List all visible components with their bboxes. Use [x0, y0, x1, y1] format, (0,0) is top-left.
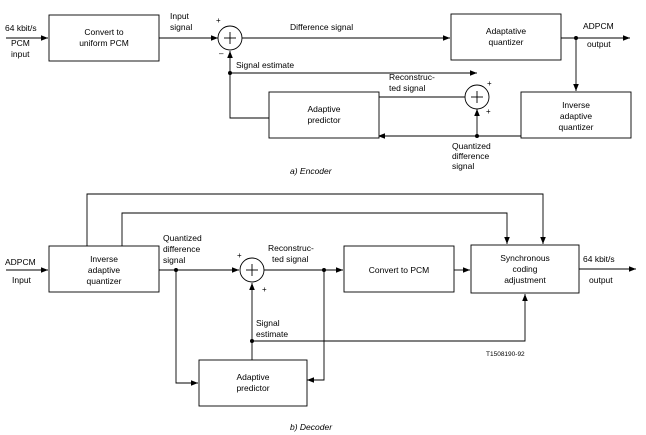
- dec-qdiff-line1: Quantized: [163, 233, 202, 243]
- input-signal-label-line2: signal: [170, 22, 192, 32]
- convert-to-pcm-label: Convert to PCM: [369, 265, 429, 275]
- dec-recon-line1: Reconstruc-: [268, 243, 314, 253]
- quantizer-block-line1: Adaptative: [486, 26, 526, 36]
- summer1-plus-sign: +: [216, 16, 221, 25]
- dec-qdiff-line2: difference: [163, 244, 200, 254]
- dec-inverse-line1: Inverse: [90, 254, 118, 264]
- decoder-diagram: ADPCM Input Inverse adaptive quantizer Q…: [5, 193, 636, 432]
- dec-signal-estimate-line1: Signal: [256, 318, 280, 328]
- decoder-input-adpcm: ADPCM: [5, 257, 36, 267]
- figure-identifier: T1508190-92: [486, 351, 525, 358]
- encoder-output-label: output: [587, 39, 611, 49]
- reconstructed-to-predictor-arrow: [307, 270, 325, 383]
- adaptive-quantizer-block: [450, 13, 562, 61]
- dec-signal-estimate-line2: estimate: [256, 329, 288, 339]
- summer2-plus-top: +: [487, 79, 492, 88]
- enc-inverse-line1: Inverse: [562, 100, 590, 110]
- qdiff-label-line3: signal: [452, 161, 474, 171]
- encoder-adaptive-predictor-block: [268, 91, 380, 139]
- qdiff-label-line1: Quantized: [452, 141, 491, 151]
- sync-line2: coding: [512, 264, 537, 274]
- enc-predictor-line2: predictor: [307, 115, 340, 125]
- decoder-adaptive-predictor-block: [198, 359, 308, 407]
- dec-inverse-line3: quantizer: [87, 276, 122, 286]
- difference-signal-label: Difference signal: [290, 22, 353, 32]
- encoder-input-rate: 64 kbit/s: [5, 23, 37, 33]
- signal-estimate-junction: [228, 71, 232, 75]
- summer2-plus-bottom: +: [486, 107, 491, 116]
- decoder-output-label: output: [589, 275, 613, 285]
- enc-inverse-line2: adaptive: [560, 111, 592, 121]
- decoder-output-rate: 64 kbit/s: [583, 254, 615, 264]
- decoder-input-label: Input: [12, 275, 32, 285]
- dec-predictor-line1: Adaptive: [236, 372, 269, 382]
- qdiff-to-predictor-arrow: [175, 270, 198, 386]
- encoder-diagram: 64 kbit/s PCM input Convert to uniform P…: [5, 11, 632, 176]
- recon-label-line2: ted signal: [389, 83, 425, 93]
- qdiff-label-line2: difference: [452, 151, 489, 161]
- synchronous-coding-adjustment-block: [470, 244, 580, 294]
- decoder-caption: b) Decoder: [290, 422, 333, 432]
- encoder-output-adpcm: ADPCM: [583, 21, 614, 31]
- quantizer-block-line2: quantizer: [489, 37, 524, 47]
- encoder-input-pcm: PCM: [11, 38, 30, 48]
- convert-block-line2: uniform PCM: [79, 38, 129, 48]
- convert-block-line1: Convert to: [84, 27, 123, 37]
- summer1-minus-sign: –: [219, 49, 224, 58]
- convert-to-pcm-block: [343, 245, 455, 293]
- decoder-inverse-quantizer-block: [48, 245, 160, 293]
- adpcm-feedforward-arrow: [86, 193, 546, 246]
- encoder-inverse-quantizer-block: [520, 91, 632, 139]
- enc-inverse-line3: quantizer: [559, 122, 594, 132]
- input-signal-label-line1: Input: [170, 11, 190, 21]
- enc-predictor-line1: Adaptive: [307, 104, 340, 114]
- dec-summer-plus-left: +: [237, 251, 242, 260]
- dec-summer-plus-bottom: +: [262, 285, 267, 294]
- sync-line3: adjustment: [504, 275, 546, 285]
- dec-recon-line2: ted signal: [272, 254, 308, 264]
- dec-predictor-line2: predictor: [236, 383, 269, 393]
- encoder-caption: a) Encoder: [290, 166, 333, 176]
- dec-inverse-line2: adaptive: [88, 265, 120, 275]
- sync-line1: Synchronous: [500, 253, 550, 263]
- recon-label-line1: Reconstruc-: [389, 72, 435, 82]
- signal-estimate-to-sync-arrow: [252, 294, 528, 342]
- signal-estimate-label: Signal estimate: [236, 60, 294, 70]
- encoder-input-label: input: [11, 49, 30, 59]
- dec-qdiff-line3: signal: [163, 255, 185, 265]
- inverse-quantizer-feedforward-arrow: [121, 212, 510, 246]
